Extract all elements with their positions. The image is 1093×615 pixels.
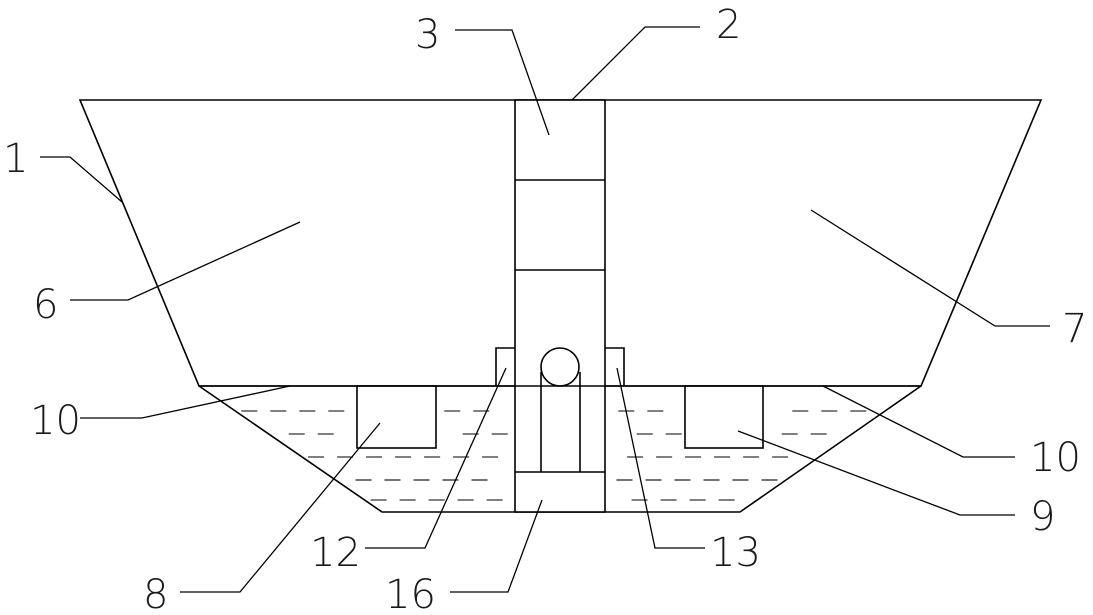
label-7: 7 xyxy=(1062,306,1087,352)
tab-13 xyxy=(605,347,625,386)
leader-13 xyxy=(616,367,705,549)
label-9: 9 xyxy=(1030,494,1055,540)
liquid-hatch xyxy=(241,410,867,501)
float-ball xyxy=(540,347,580,387)
block-9 xyxy=(684,385,764,449)
leader-7 xyxy=(810,209,1050,327)
leader-2 xyxy=(571,26,700,101)
leader-10-left xyxy=(80,385,291,419)
leader-8 xyxy=(180,422,381,593)
label-13: 13 xyxy=(710,530,761,576)
central-column xyxy=(514,99,606,513)
label-8: 8 xyxy=(143,572,168,615)
tab-12 xyxy=(495,347,515,386)
block-8 xyxy=(356,385,437,449)
label-3: 3 xyxy=(415,12,440,58)
leader-6 xyxy=(70,221,301,301)
leader-10-right xyxy=(822,385,1015,458)
leader-3 xyxy=(455,29,550,136)
leader-12 xyxy=(365,367,507,549)
label-10-left: 10 xyxy=(30,398,81,444)
label-2: 2 xyxy=(716,2,741,48)
label-16: 16 xyxy=(385,572,436,615)
label-12: 12 xyxy=(310,530,361,576)
leader-9 xyxy=(737,430,1015,516)
label-6: 6 xyxy=(33,282,58,328)
label-10-right: 10 xyxy=(1030,435,1081,481)
label-1: 1 xyxy=(3,136,28,182)
leader-16 xyxy=(450,499,543,593)
leader-1 xyxy=(40,156,123,203)
